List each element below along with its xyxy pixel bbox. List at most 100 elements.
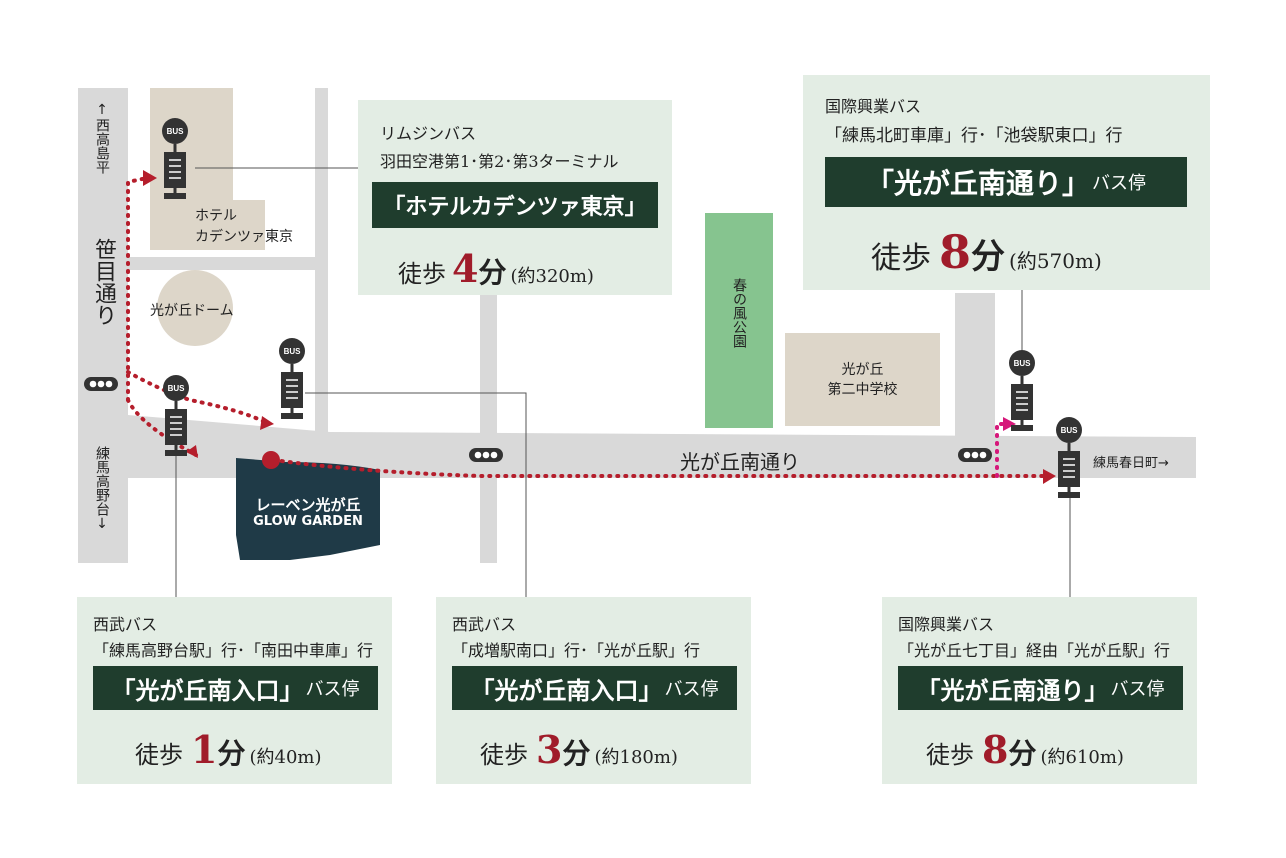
arrow-head-seibu-narimasu — [260, 416, 274, 430]
svg-text:BUS: BUS — [284, 347, 302, 356]
walk-label: 徒歩 — [398, 260, 446, 288]
traffic-signal-icon — [958, 448, 992, 462]
walk-unit: 分 — [478, 256, 507, 289]
svg-text:BUS: BUS — [167, 127, 185, 136]
stop-suffix: バス停 — [1110, 679, 1165, 700]
operator-label: 西武バス — [452, 615, 517, 634]
walk-distance: (約610m) — [1040, 747, 1124, 768]
stop-name: 「光が丘南入口」 — [111, 675, 304, 705]
info-box-kokusai-south: 国際興業バス 「光が丘七丁目」経由「光が丘駅」行 「光が丘南通り」 バス停 徒歩… — [882, 597, 1197, 784]
site-pin-icon — [262, 451, 280, 469]
road-hikarigaoka-minami-dori — [128, 415, 1196, 478]
walk-minutes: 1 — [191, 727, 218, 772]
bus-stop-icon: BUS — [1056, 417, 1082, 498]
stop-name: 「光が丘南通り」 — [916, 675, 1109, 705]
traffic-signal-icon — [469, 448, 503, 462]
operator-label: 国際興業バス — [825, 97, 922, 116]
walk-unit: 分 — [971, 237, 1006, 277]
arrow-head-hotel — [143, 170, 157, 186]
info-box-seibu-narimasu: 西武バス 「成増駅南口」行･「光が丘駅」行 「光が丘南入口」 バス停 徒歩 3 … — [436, 597, 751, 784]
svg-text:BUS: BUS — [168, 384, 186, 393]
stop-suffix: バス停 — [305, 679, 360, 700]
stop-name-band: 「ホテルカデンツァ東京」 — [372, 182, 658, 228]
leader-line-seibu-narimasu — [305, 392, 527, 598]
bus-stop-icon: BUS — [162, 118, 188, 199]
route-label: 羽田空港第1･第2･第3ターミナル — [380, 152, 619, 171]
arrow-head-seibu-takanodai — [186, 445, 198, 458]
arrow-head-kokusai-south — [1043, 469, 1056, 484]
walk-label: 徒歩 — [135, 741, 183, 769]
road-label-hikarigaoka-minami-dori: 光が丘南通り — [680, 450, 800, 474]
walk-time: 徒歩 4 分 (約320m) — [398, 246, 594, 291]
operator-label: 西武バス — [93, 615, 158, 634]
operator-label: リムジンバス — [380, 124, 477, 143]
route-to-seibu-narimasu — [126, 370, 267, 424]
landmark-dome-label: 光が丘ドーム — [150, 303, 234, 319]
stop-name-band: 「光が丘南通り」 バス停 — [825, 157, 1187, 207]
road-label-to-nerima-kasugacho: 練馬春日町→ — [1093, 456, 1169, 471]
arrow-head-kokusai-north — [1003, 417, 1016, 431]
operator-label: 国際興業バス — [898, 615, 995, 634]
stop-suffix: バス停 — [1092, 173, 1146, 194]
site-shape — [236, 458, 380, 560]
walk-minutes: 4 — [452, 246, 479, 291]
info-box-seibu-takanodai: 西武バス 「練馬高野台駅」行･「南田中車庫」行 「光が丘南入口」 バス停 徒歩 … — [77, 597, 392, 784]
site-name-line2: GLOW GARDEN — [253, 514, 363, 529]
walk-time: 徒歩 1 分 (約40m) — [135, 727, 322, 772]
route-main-east — [272, 458, 1047, 478]
info-box-limousine: リムジンバス 羽田空港第1･第2･第3ターミナル 「ホテルカデンツァ東京」 徒歩… — [358, 100, 672, 295]
site-name-line1: レーベン光が丘 — [255, 496, 361, 514]
walk-unit: 分 — [1008, 737, 1037, 770]
route-to-hotel — [126, 176, 149, 402]
svg-text:BUS: BUS — [1061, 426, 1079, 435]
walk-distance: (約180m) — [594, 747, 678, 768]
walk-minutes: 8 — [939, 225, 972, 279]
stop-name: 「ホテルカデンツァ東京」 — [383, 194, 647, 220]
bus-stop-icon: BUS — [279, 338, 305, 419]
road-label-to-nerima-takanodai: 練馬高野台↓ — [94, 446, 110, 532]
bus-stop-icon: BUS — [1009, 350, 1035, 431]
stop-suffix: バス停 — [664, 679, 719, 700]
walk-label: 徒歩 — [480, 741, 528, 769]
dome-building — [157, 270, 233, 346]
walk-label: 徒歩 — [926, 741, 974, 769]
hotel-building-wing — [190, 200, 265, 250]
landmark-school-label: 光が丘 第二中学校 — [827, 362, 898, 398]
route-label: 「成増駅南口」行･「光が丘駅」行 — [452, 641, 701, 660]
road-side-1 — [315, 88, 328, 433]
landmark-park-label: 春の風公園 — [731, 278, 747, 348]
walk-distance: (約320m) — [510, 266, 594, 287]
walk-time: 徒歩 3 分 (約180m) — [480, 727, 678, 772]
road-side-2 — [128, 257, 315, 270]
walk-time: 徒歩 8 分 (約610m) — [926, 727, 1124, 772]
road-sasame-dori — [78, 88, 128, 563]
walk-distance: (約40m) — [249, 747, 322, 768]
info-box-kokusai-north: 国際興業バス 「練馬北町車庫」行･「池袋駅東口」行 「光が丘南通り」 バス停 徒… — [803, 75, 1210, 290]
route-label: 「練馬高野台駅」行･「南田中車庫」行 — [93, 641, 374, 660]
stop-name: 「光が丘南入口」 — [470, 675, 663, 705]
road-side-4 — [955, 293, 995, 438]
road-label-sasame-dori: 笹目通り — [91, 238, 116, 326]
walk-unit: 分 — [217, 737, 246, 770]
svg-text:BUS: BUS — [1014, 359, 1032, 368]
stop-name-band: 「光が丘南通り」 バス停 — [898, 666, 1183, 710]
route-label: 「練馬北町車庫」行･「池袋駅東口」行 — [825, 126, 1123, 146]
stop-name-band: 「光が丘南入口」 バス停 — [452, 666, 737, 710]
school-building — [785, 333, 940, 426]
walk-minutes: 8 — [982, 727, 1009, 772]
landmark-hotel-label: ホテル カデンツァ東京 — [195, 208, 293, 245]
stop-name-band: 「光が丘南入口」 バス停 — [93, 666, 378, 710]
park-area — [705, 213, 773, 428]
road-side-3 — [480, 295, 497, 563]
route-label: 「光が丘七丁目」経由「光が丘駅」行 — [898, 641, 1171, 660]
walk-distance: (約570m) — [1009, 249, 1102, 273]
walk-unit: 分 — [562, 737, 591, 770]
walk-time: 徒歩 8 分 (約570m) — [871, 225, 1102, 279]
road-label-to-nishitakashimadaira: ↑西高島平 — [94, 102, 110, 174]
walk-minutes: 3 — [536, 727, 563, 772]
bus-stop-icon: BUS — [163, 375, 189, 456]
walk-label: 徒歩 — [871, 241, 931, 276]
stop-name: 「光が丘南通り」 — [865, 167, 1090, 200]
route-to-kokusai-north — [995, 422, 1007, 478]
